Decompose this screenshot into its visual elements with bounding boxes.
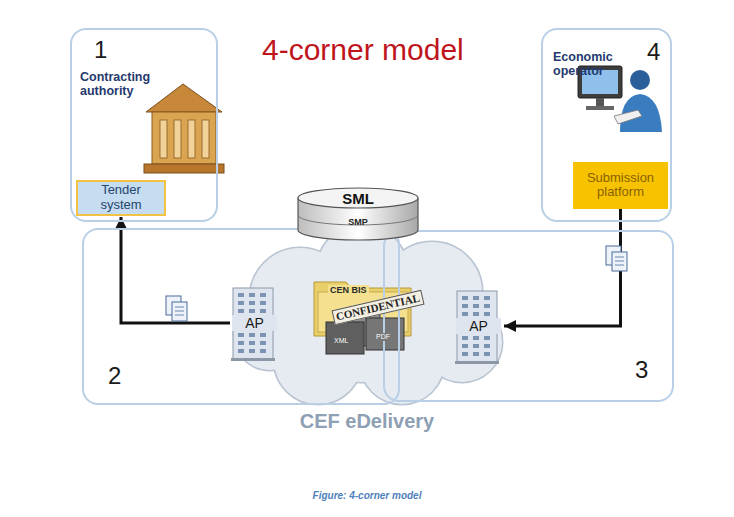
- building-window: [484, 344, 490, 348]
- building-window: [249, 349, 255, 353]
- building-window: [462, 336, 468, 340]
- node-text: 4: [647, 38, 669, 66]
- diagram-title: 4-corner model: [262, 33, 464, 68]
- access-point: AP: [230, 284, 279, 362]
- access-point-region: 3 AP: [383, 230, 674, 402]
- submission-platform-box: Submission platform: [573, 162, 668, 209]
- person-at-computer-icon: [630, 70, 650, 90]
- building-window: [484, 296, 490, 300]
- corner-box: Economic operator 4Submission platform: [541, 28, 672, 222]
- building-window: [462, 296, 468, 300]
- building-icon: [146, 84, 222, 112]
- document-icon: [166, 296, 187, 321]
- node-text: SML: [296, 190, 420, 207]
- file-type-label: PDF: [376, 333, 390, 341]
- building-window: [238, 309, 244, 313]
- building-window: [473, 352, 479, 356]
- connector: [121, 217, 230, 323]
- sml-database: SML SMP: [296, 186, 425, 242]
- tender-system-box: Tender system: [76, 180, 166, 216]
- building-icon: [174, 120, 181, 158]
- folder: [326, 322, 364, 354]
- building-window: [473, 344, 479, 348]
- building-icon: [160, 120, 167, 158]
- building-window: [462, 352, 468, 356]
- building-window: [473, 312, 479, 316]
- person-at-computer-icon: [614, 110, 642, 124]
- building-window: [238, 341, 244, 345]
- building-window: [473, 304, 479, 308]
- node-text: SMP: [296, 217, 420, 227]
- node-text: 3: [635, 356, 657, 384]
- building-icon: [144, 84, 224, 173]
- file-type-label: XML: [334, 337, 348, 345]
- node-text: 1: [94, 36, 118, 64]
- node-text: Tender system: [80, 183, 162, 213]
- building-window: [238, 293, 244, 297]
- building-window: [238, 333, 244, 337]
- building-window: [462, 304, 468, 308]
- building-window: [462, 344, 468, 348]
- building-window: [473, 336, 479, 340]
- document-icon: [175, 307, 184, 315]
- building-window: [260, 301, 266, 305]
- building-window: [249, 301, 255, 305]
- cloud: [302, 262, 422, 382]
- building-icon: [144, 164, 224, 173]
- building-window: [484, 336, 490, 340]
- person-at-computer-icon: [596, 98, 604, 106]
- document-icon: [172, 302, 187, 321]
- building-window: [260, 341, 266, 345]
- building-window: [260, 293, 266, 297]
- cloud: [302, 262, 422, 382]
- figure-caption: Figure: 4-corner model: [0, 490, 734, 502]
- person-at-computer-icon: [586, 106, 614, 110]
- building-window: [260, 309, 266, 313]
- building-window: [249, 333, 255, 337]
- connector: [504, 209, 621, 326]
- building-window: [249, 293, 255, 297]
- node-text: AP: [232, 315, 277, 331]
- building-window: [249, 309, 255, 313]
- building-window: [238, 301, 244, 305]
- building-icon: [188, 120, 195, 158]
- building-window: [249, 341, 255, 345]
- building-window: [484, 352, 490, 356]
- node-text: Submission platform: [575, 171, 666, 201]
- building-window: [260, 349, 266, 353]
- building-window: [238, 349, 244, 353]
- building-icon: [152, 112, 216, 164]
- document-icon: [606, 246, 627, 271]
- folder-label: CEN BIS: [328, 285, 369, 295]
- building-icon: [202, 120, 209, 158]
- corner-box: 1Contracting authorityTender system: [70, 28, 218, 222]
- node-text: AP: [456, 318, 501, 334]
- document-icon: [612, 252, 627, 271]
- access-point: AP: [454, 287, 503, 365]
- document-icon: [615, 257, 624, 265]
- building-window: [260, 333, 266, 337]
- node-text: Contracting authority: [80, 70, 176, 99]
- building-window: [484, 312, 490, 316]
- building-window: [484, 304, 490, 308]
- building-base: [455, 361, 499, 364]
- node-text: Economic operator: [553, 50, 629, 79]
- building-window: [462, 312, 468, 316]
- building-base: [231, 358, 275, 361]
- network-label: CEF eDelivery: [0, 410, 734, 433]
- node-text: 2: [108, 362, 130, 390]
- building-window: [473, 296, 479, 300]
